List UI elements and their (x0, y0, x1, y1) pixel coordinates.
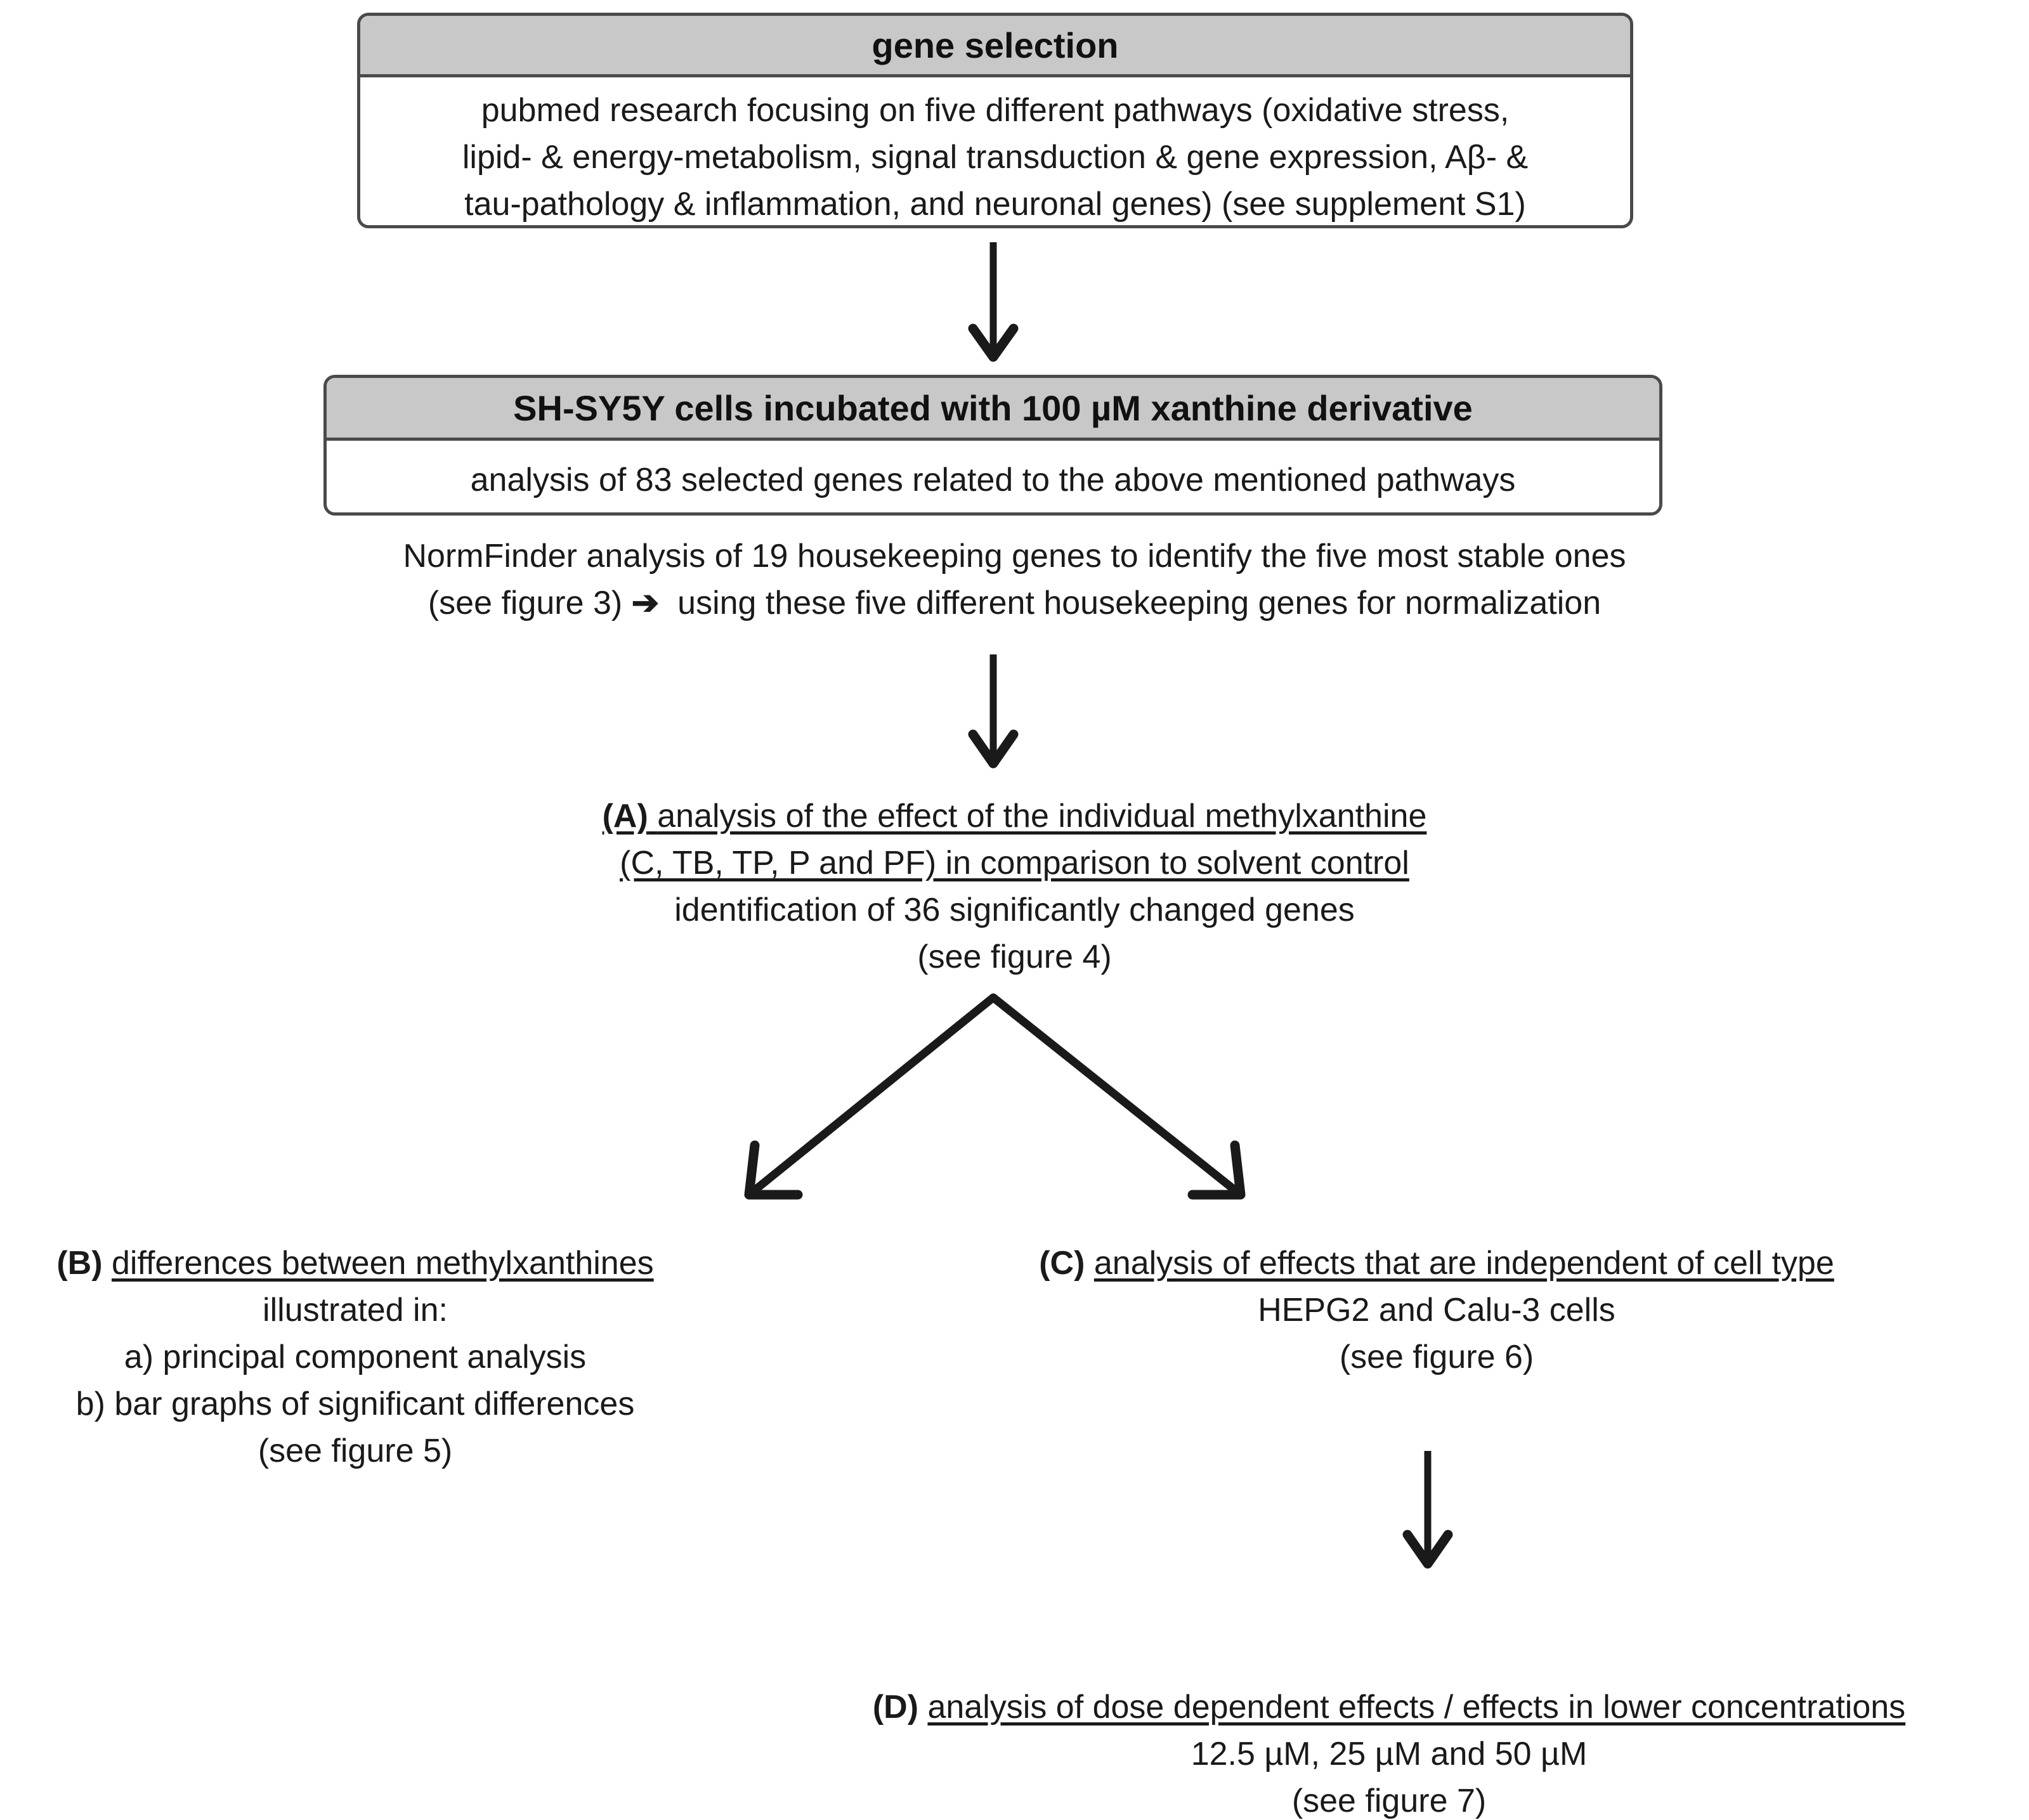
normfinder-line-2-prefix: (see figure 3) (427, 585, 623, 621)
section-d-line-2: 12.5 µM, 25 µM and 50 µM (1191, 1736, 1588, 1772)
box-gene-selection-body-line-2: lipid- & energy-metabolism, signal trans… (462, 138, 1529, 176)
section-a-line-4: (see figure 4) (917, 939, 1112, 975)
section-b: (B) differences between methylxanthines … (0, 1240, 710, 1474)
section-c-line-1: (C) analysis of effects that are indepen… (967, 1240, 1906, 1287)
section-d: (D) analysis of dose dependent effects /… (761, 1684, 2017, 1820)
box-gene-selection-body: pubmed research focusing on five differe… (360, 77, 1630, 225)
box-cell-incubation-header: SH-SY5Y cells incubated with 100 µM xant… (327, 378, 1659, 441)
section-a-underlined-line-2: (C, TB, TP, P and PF) in comparison to s… (620, 845, 1409, 881)
normfinder-line-1: NormFinder analysis of 19 housekeeping g… (403, 538, 1626, 575)
section-a-underlined-line-1: analysis of the effect of the individual… (657, 798, 1427, 835)
section-c-underlined-line-1: analysis of effects that are independent… (1093, 1245, 1834, 1282)
arrow-section-c-to-d (1402, 1451, 1453, 1569)
section-b-underlined-line-1: differences between methylxanthines (111, 1245, 654, 1282)
section-d-line-3: (see figure 7) (1291, 1783, 1487, 1819)
section-a-label: (A) (602, 798, 648, 835)
right-arrow-icon: ➔ (631, 585, 660, 621)
arrow-gene-to-cells (968, 242, 1019, 362)
normfinder-line-2: (see figure 3) ➔ using these five differ… (0, 580, 2029, 627)
section-b-line-1: (B) differences between methylxanthines (0, 1240, 710, 1287)
section-d-label: (D) (872, 1689, 919, 1726)
section-a: (A) analysis of the effect of the indivi… (0, 793, 2029, 980)
box-gene-selection-header: gene selection (360, 16, 1630, 77)
box-gene-selection-body-line-1: pubmed research focusing on five differe… (481, 91, 1510, 129)
box-gene-selection: gene selection pubmed research focusing … (357, 13, 1633, 228)
section-d-underlined-line-1: analysis of dose dependent effects / eff… (927, 1689, 1906, 1726)
section-b-line-2: illustrated in: (263, 1292, 448, 1329)
section-d-line-1: (D) analysis of dose dependent effects /… (761, 1684, 2017, 1731)
section-c-label: (C) (1039, 1245, 1085, 1282)
section-c-line-2: HEPG2 and Calu-3 cells (1258, 1292, 1615, 1329)
box-gene-selection-body-line-3: tau-pathology & inflammation, and neuron… (464, 185, 1526, 223)
box-cell-incubation-body-line-1: analysis of 83 selected genes related to… (470, 461, 1516, 498)
box-cell-incubation: SH-SY5Y cells incubated with 100 µM xant… (323, 375, 1662, 516)
section-a-line-1: (A) analysis of the effect of the indivi… (0, 793, 2029, 840)
section-c: (C) analysis of effects that are indepen… (967, 1240, 1906, 1381)
section-a-line-3: identification of 36 significantly chang… (674, 892, 1355, 928)
normfinder-line-2-suffix: using these five different housekeeping … (677, 585, 1602, 621)
arrow-normfinder-to-section-a (968, 654, 1019, 769)
section-b-line-5: (see figure 5) (258, 1433, 453, 1469)
box-cell-incubation-body: analysis of 83 selected genes related to… (327, 441, 1659, 512)
normfinder-text: NormFinder analysis of 19 housekeeping g… (0, 533, 2029, 627)
arrow-fork-a-to-b-c (744, 993, 1246, 1200)
section-c-line-3: (see figure 6) (1339, 1339, 1534, 1375)
section-b-line-4: b) bar graphs of significant differences (75, 1386, 635, 1422)
section-b-label: (B) (56, 1245, 103, 1282)
section-b-line-3: a) principal component analysis (124, 1339, 587, 1375)
